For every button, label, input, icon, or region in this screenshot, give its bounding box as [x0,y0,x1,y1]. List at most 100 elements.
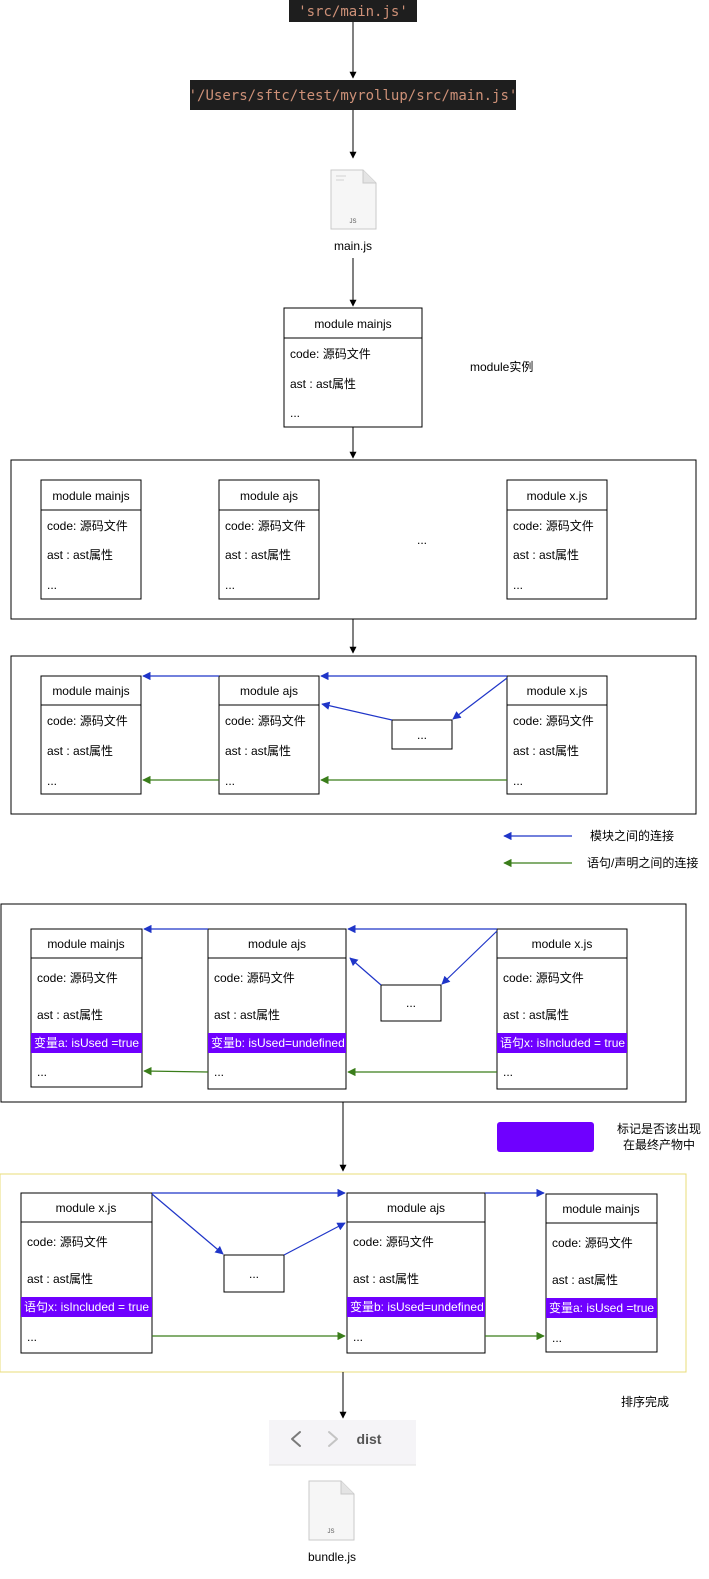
graph2-middle-box: ... [391,719,453,750]
graph3-module-xjs: module x.js code: 源码文件 ast : ast属性 语句x: … [496,928,628,1090]
module-row-ast: ast : ast属性 [290,377,356,391]
module-row-code: code: 源码文件 [225,713,306,728]
module-row-more: ... [513,578,523,592]
module-row-more: ... [27,1330,37,1344]
used-flag-text: 变量b: isUsed=undefined [350,1299,484,1314]
module-row-code: code: 源码文件 [513,713,594,728]
graph4-module-xjs: module x.js code: 源码文件 ast : ast属性 语句x: … [20,1192,153,1354]
used-flag-text: 变量b: isUsed=undefined [211,1035,345,1050]
legend-flag-swatch [497,1122,594,1152]
graph1-module-mainjs: module mainjs code: 源码文件 ast : ast属性 ... [40,479,142,600]
module-row-more: ... [290,406,300,420]
module-row-ast: ast : ast属性 [552,1273,618,1287]
module-title: module mainjs [52,489,129,503]
module-row-more: ... [47,578,57,592]
js-file-icon: JS [308,1480,355,1541]
graph1-module-ajs: module ajs code: 源码文件 ast : ast属性 ... [218,479,320,600]
module-row-ast: ast : ast属性 [513,744,579,758]
module-row-code: code: 源码文件 [225,518,306,533]
svg-text:...: ... [406,996,416,1010]
module-row-code: code: 源码文件 [47,518,128,533]
module-row-ast: ast : ast属性 [47,744,113,758]
module-row-more: ... [503,1065,513,1079]
chevron-right-icon [328,1431,338,1447]
graph2-module-ajs: module ajs code: 源码文件 ast : ast属性 ... [218,675,320,795]
module-row-code: code: 源码文件 [552,1235,633,1250]
module-row-ast: ast : ast属性 [27,1272,93,1286]
module-instance-card: module mainjs code: 源码文件 ast : ast属性 ... [283,307,423,428]
module-row-ast: ast : ast属性 [225,548,291,562]
used-flag-badge [31,1033,142,1053]
module-link-arrow [321,701,393,721]
module-row-code: code: 源码文件 [214,970,295,985]
module-title: module mainjs [47,937,124,951]
module-row-code: code: 源码文件 [290,346,371,361]
module-row-more: ... [225,774,235,788]
used-flag-badge [347,1297,485,1317]
module-title: module x.js [56,1201,117,1215]
legend-statement-link-label: 语句/声明之间的连接 [587,855,698,870]
module-row-ast: ast : ast属性 [214,1008,280,1022]
used-flag-badge [546,1298,657,1318]
used-flag-text: 变量a: isUsed =true [34,1035,139,1050]
legend: 模块之间的连接 语句/声明之间的连接 [503,828,698,870]
module-row-more: ... [214,1065,224,1079]
js-file-icon-label: JS [349,219,356,225]
included-flag-text: 语句x: isIncluded = true [500,1036,625,1050]
module-row-ast: ast : ast属性 [353,1272,419,1286]
module-row-code: code: 源码文件 [513,518,594,533]
module-row-code: code: 源码文件 [353,1234,434,1249]
graph2-module-xjs: module x.js code: 源码文件 ast : ast属性 ... [506,675,608,795]
module-title: module ajs [240,684,298,698]
module-row-code: code: 源码文件 [27,1234,108,1249]
module-row-more: ... [37,1065,47,1079]
graph4-module-mainjs: module mainjs code: 源码文件 ast : ast属性 变量a… [545,1193,658,1353]
main-js-filename: main.js [334,239,372,253]
legend-module-link-label: 模块之间的连接 [590,828,674,843]
module-row-code: code: 源码文件 [503,970,584,985]
module-row-ast: ast : ast属性 [503,1008,569,1022]
module-row-ast: ast : ast属性 [47,548,113,562]
used-flag-text: 变量a: isUsed =true [549,1300,654,1315]
module-title: module x.js [527,684,588,698]
graph4-module-ajs: module ajs code: 源码文件 ast : ast属性 变量b: i… [346,1192,486,1354]
chevron-left-icon [291,1431,301,1447]
module-row-more: ... [513,774,523,788]
relative-path-box: 'src/main.js' [289,0,417,22]
relative-path-text: 'src/main.js' [298,4,408,20]
graph4-middle-box: ... [223,1254,285,1293]
graph1-ellipsis: ... [417,533,427,547]
js-file-icon: JS [330,169,377,230]
bundle-js-filename: bundle.js [308,1550,356,1564]
dist-folder-bar: dist [269,1420,416,1466]
module-title: module mainjs [314,317,391,331]
module-title: module ajs [387,1201,445,1215]
module-title: module x.js [532,937,593,951]
used-flag-badge [208,1033,346,1053]
legend-flag-note-line1: 标记是否该出现 [617,1122,701,1136]
module-title: module mainjs [562,1202,639,1216]
module-row-code: code: 源码文件 [47,713,128,728]
module-link-arrow [441,930,498,985]
module-title: module ajs [240,489,298,503]
module-link-arrow [349,957,382,986]
graph3-module-ajs: module ajs code: 源码文件 ast : ast属性 变量b: i… [207,928,347,1090]
sorted-note: 排序完成 [621,1394,669,1409]
module-row-code: code: 源码文件 [37,970,118,985]
included-flag-badge [497,1033,627,1053]
module-title: module mainjs [52,684,129,698]
graph3-module-mainjs: module mainjs code: 源码文件 ast : ast属性 变量a… [30,928,143,1088]
statement-link-arrow [143,1066,209,1076]
absolute-path-box: '/Users/sftc/test/myrollup/src/main.js' [189,80,517,110]
module-row-more: ... [47,774,57,788]
module-row-ast: ast : ast属性 [225,744,291,758]
graph3-middle-box: ... [380,984,442,1022]
module-instance-note: module实例 [470,359,533,374]
graph1-module-xjs: module x.js code: 源码文件 ast : ast属性 ... [506,479,608,600]
included-flag-text: 语句x: isIncluded = true [24,1300,149,1314]
module-link-arrow [283,1222,346,1256]
js-file-icon-label: JS [327,1529,334,1535]
module-row-ast: ast : ast属性 [37,1008,103,1022]
svg-text:...: ... [249,1267,259,1281]
